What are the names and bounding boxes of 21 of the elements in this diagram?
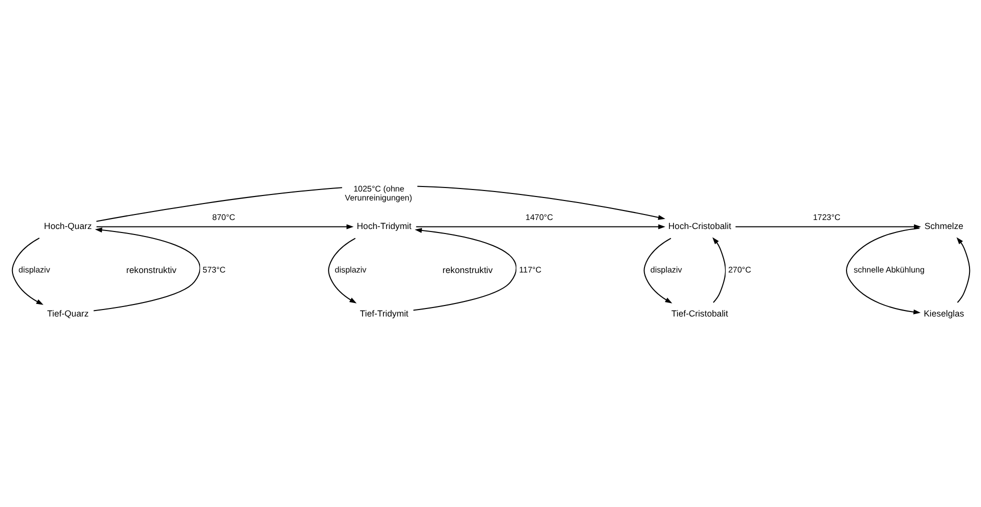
node-text: Hoch-Quarz xyxy=(44,220,92,231)
arrow xyxy=(11,237,43,304)
arrow xyxy=(956,236,970,302)
node-text: Tief-Quarz xyxy=(46,308,88,318)
arrow xyxy=(93,227,200,311)
arrow xyxy=(735,224,921,229)
node-text: Hoch-Cristobalit xyxy=(668,220,731,231)
node-text: Tief-Cristobalit xyxy=(670,308,728,318)
arrow xyxy=(712,236,726,302)
arrow xyxy=(416,224,665,229)
node-text: Kieselglas xyxy=(923,308,964,318)
node-text: Tief-Tridymit xyxy=(359,308,408,318)
arrow xyxy=(328,237,356,303)
arrow xyxy=(846,227,920,314)
label: rekonstruktiv xyxy=(442,264,492,274)
node-text: Hoch-Tridymit xyxy=(356,220,412,231)
arrow xyxy=(643,237,672,303)
arrow xyxy=(412,227,516,310)
label: rekonstruktiv xyxy=(126,264,176,274)
node-text: Schmelze xyxy=(924,220,963,231)
arrow xyxy=(96,224,354,229)
